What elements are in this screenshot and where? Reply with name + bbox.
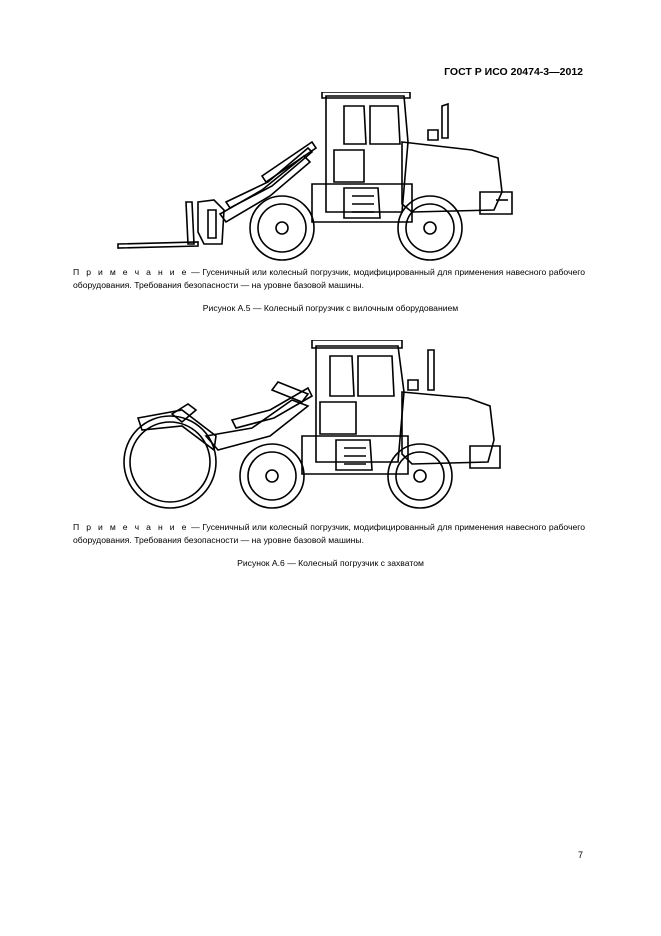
figure-a6-note: П р и м е ч а н и е — Гусеничный или кол… bbox=[73, 521, 585, 547]
cab bbox=[326, 96, 408, 212]
figure-a5-drawing bbox=[112, 92, 532, 262]
figure-a5-note: П р и м е ч а н и е — Гусеничный или кол… bbox=[73, 266, 585, 292]
fork-tines bbox=[118, 242, 198, 248]
boom-arm bbox=[220, 156, 310, 222]
rear-wheel bbox=[388, 444, 452, 508]
figure-a6-drawing bbox=[112, 340, 532, 510]
document-header: ГОСТ Р ИСО 20474-3—2012 bbox=[444, 66, 583, 78]
page-number: 7 bbox=[577, 850, 583, 860]
front-wheel bbox=[240, 444, 304, 508]
note-text: — Гусеничный или колесный погрузчик, мод… bbox=[73, 267, 585, 290]
figure-a5-caption: Рисунок А.5 — Колесный погрузчик с вилоч… bbox=[202, 303, 459, 313]
rear-wheel bbox=[398, 196, 462, 260]
engine-hood bbox=[402, 142, 502, 212]
front-wheel bbox=[250, 196, 314, 260]
fork-carriage bbox=[198, 200, 224, 244]
note-lead: П р и м е ч а н и е bbox=[73, 267, 189, 277]
cab bbox=[316, 346, 404, 462]
grapple-jaw bbox=[124, 416, 216, 508]
engine-hood bbox=[402, 392, 494, 464]
boom-arm bbox=[206, 400, 308, 450]
note-text: — Гусеничный или колесный погрузчик, мод… bbox=[73, 522, 585, 545]
note-lead: П р и м е ч а н и е bbox=[73, 522, 189, 532]
figure-a6-caption: Рисунок А.6 — Колесный погрузчик с захва… bbox=[237, 558, 424, 568]
